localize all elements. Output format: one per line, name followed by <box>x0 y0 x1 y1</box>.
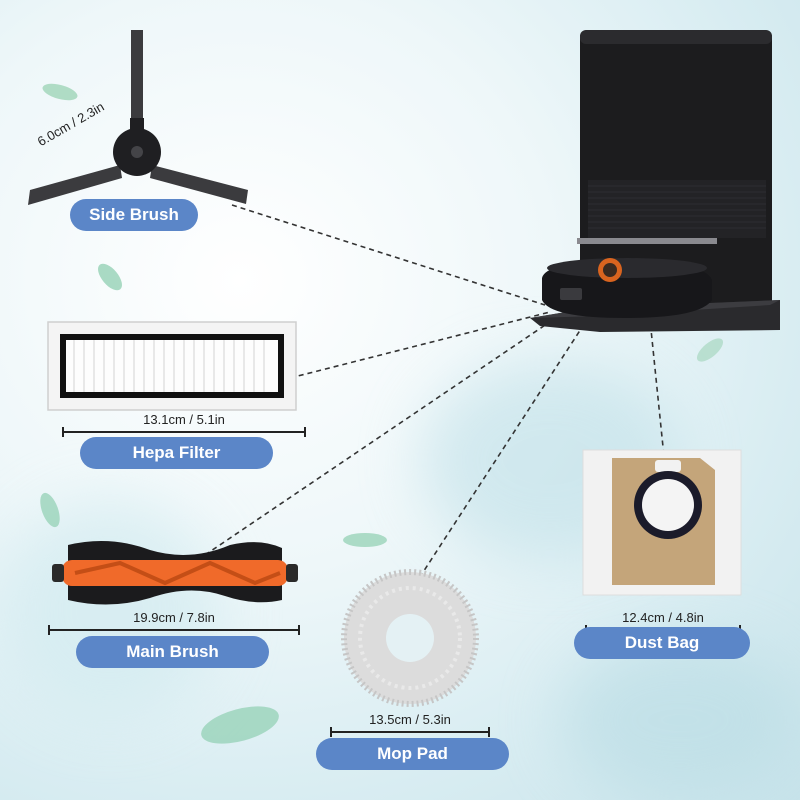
main-brush-label: Main Brush <box>76 636 269 668</box>
dust-bag-dimension: 12.4cm / 4.8in <box>622 610 704 625</box>
mop-pad-illustration <box>341 569 479 707</box>
background-blob <box>560 640 800 800</box>
robot-vacuum <box>542 258 712 318</box>
background-blob <box>0 500 220 720</box>
hepa-filter-illustration <box>47 321 297 411</box>
mop-pad-dimension-line <box>330 727 490 737</box>
main-brush-dimension: 19.9cm / 7.8in <box>133 610 215 625</box>
leaf-icon <box>98 263 122 291</box>
hepa-filter-dimension: 13.1cm / 5.1in <box>143 412 225 427</box>
main-brush-illustration <box>52 541 298 605</box>
hepa-filter-label: Hepa Filter <box>80 437 273 469</box>
mop-pad-dimension: 13.5cm / 5.3in <box>369 712 451 727</box>
leaf-icon <box>40 492 60 528</box>
hepa-filter-dimension-line <box>62 427 306 437</box>
mop-pad-label: Mop Pad <box>316 738 509 770</box>
leaf-icon <box>343 533 387 547</box>
leaf-icon <box>201 706 279 744</box>
leaf-icon <box>42 83 78 101</box>
dust-bag-label: Dust Bag <box>574 627 750 659</box>
dust-bag-illustration <box>582 449 742 596</box>
side-brush-label: Side Brush <box>70 199 198 231</box>
side-brush-illustration <box>28 30 248 205</box>
main-brush-dimension-line <box>48 625 300 635</box>
leaf-icon <box>696 338 724 362</box>
